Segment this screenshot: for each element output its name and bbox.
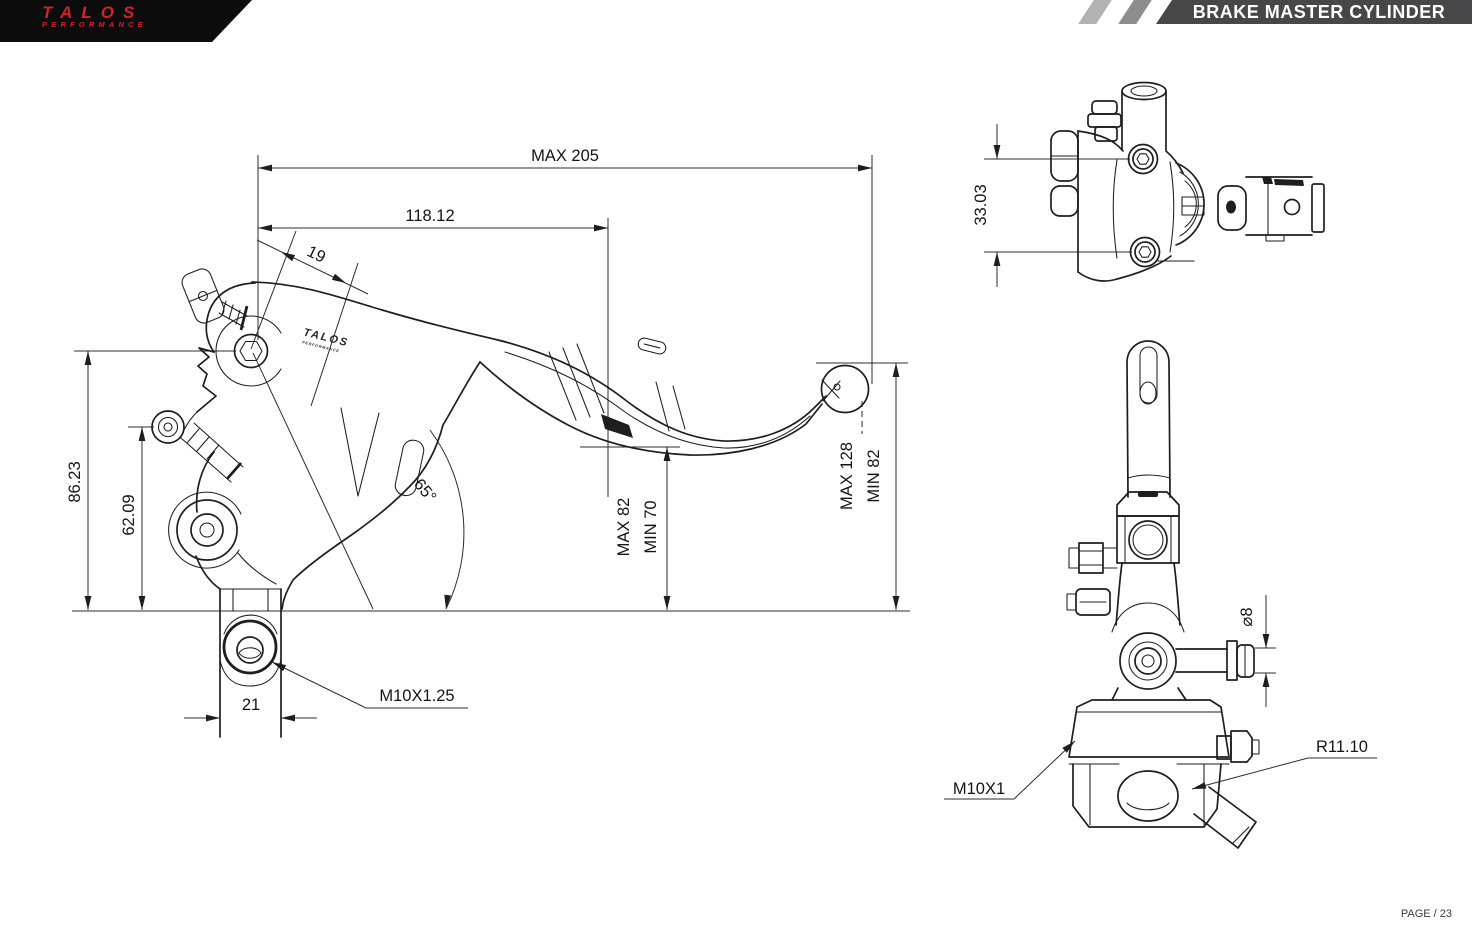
brand-logo-band: TALOS PERFORMANCE [0, 0, 252, 42]
clamp-dome [1117, 770, 1179, 822]
reservoir-bore [1121, 81, 1167, 101]
page-number: PAGE / 23 [1400, 908, 1452, 920]
lever-engraving: TALOS PERFORMANCE [302, 326, 350, 353]
spring-boss [394, 439, 425, 497]
dim-screw-spacing: 33.03 [972, 184, 990, 225]
dim-knuckle-radius: R11.10 [1316, 738, 1368, 756]
bar-clamp-arm [1157, 176, 1325, 262]
outlet-pipe [1175, 640, 1255, 681]
outlet-boss [151, 410, 244, 483]
piston-boss [168, 491, 242, 569]
front-view: ⌀8 M10X1 R11.10 [944, 340, 1377, 849]
dim-outlet-height: 62.09 [120, 494, 138, 535]
dim-adjuster-offset: 19 [304, 242, 328, 266]
brand-logo-subtext: PERFORMANCE [42, 20, 147, 29]
dim-grip-reach-max: MAX 82 [615, 498, 633, 557]
pivot-bolt [233, 333, 269, 369]
dim-outlet-diameter: ⌀8 [1238, 607, 1256, 626]
dim-pivot-to-blade: 118.12 [405, 207, 454, 225]
dim-grip-reach-min: MIN 70 [642, 500, 660, 553]
front-view-body [1066, 340, 1260, 849]
banjo-fitting [1119, 632, 1177, 690]
page-title: BRAKE MASTER CYLINDER [1192, 1, 1446, 22]
dim-overall-length: MAX 205 [531, 147, 599, 165]
dim-clamp-width: 21 [242, 696, 260, 714]
adjuster-knob [181, 268, 225, 324]
dim-tip-reach-min: MIN 82 [865, 449, 883, 502]
dim-banjo-thread: M10X1 [953, 780, 1005, 798]
mount-clamp [219, 588, 282, 738]
page-title-bar: BRAKE MASTER CYLINDER [1156, 0, 1472, 24]
dim-body-height: 86.23 [66, 461, 84, 502]
mount-bolt-hole [236, 636, 264, 664]
top-view-body [1050, 81, 1325, 282]
top-view-dimension-lines [984, 124, 1132, 287]
brand-logo: TALOS PERFORMANCE [42, 5, 147, 30]
side-view-dimension-lines [72, 155, 910, 722]
dim-tip-reach-max: MAX 128 [838, 442, 856, 510]
mount-screw-bottom [1129, 236, 1161, 268]
lever-ball-end [820, 364, 870, 414]
top-view: 33.03 [972, 81, 1325, 287]
side-view: MAX 205 118.12 19 86.23 62.09 65° MAX 82… [66, 147, 910, 738]
clamp-bolt-hole [1283, 198, 1301, 216]
brand-logo-text: TALOS [42, 3, 144, 22]
side-view-lever-body: TALOS PERFORMANCE [151, 268, 870, 738]
dim-mount-thread: M10X1.25 [379, 687, 454, 705]
mount-screw-top [1127, 143, 1159, 175]
bleed-bolt [1216, 730, 1260, 763]
front-view-dimension-lines [944, 595, 1377, 800]
hinge-pin [637, 337, 667, 355]
